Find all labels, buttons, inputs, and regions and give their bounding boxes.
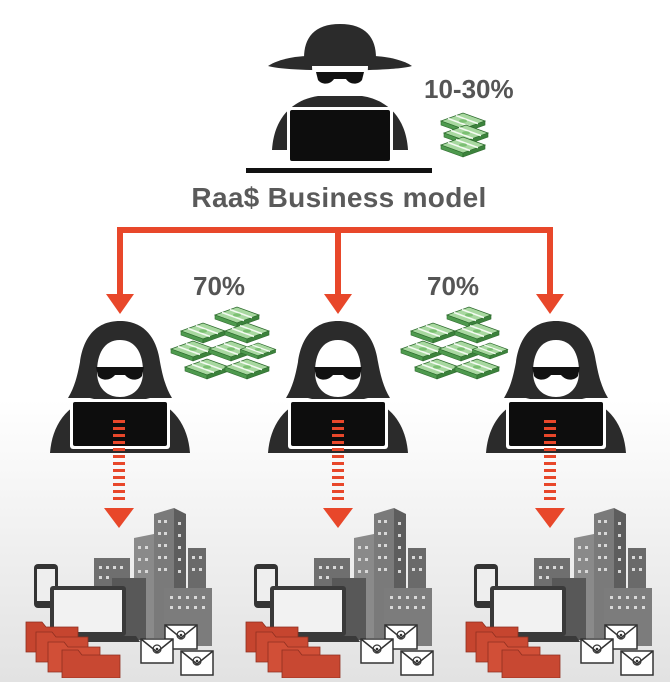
organization-targets-icon-2 <box>246 508 433 678</box>
distribution-arrows <box>106 227 564 314</box>
organization-targets-icon-3 <box>466 508 653 678</box>
operator-money-stack-icon <box>440 112 489 158</box>
affiliate-share-label-left: 70% <box>193 271 246 301</box>
red-arrow-icon <box>106 294 134 314</box>
operator-share-label: 10-30% <box>424 74 514 104</box>
affiliate-money-stack-icon-left <box>170 306 277 380</box>
affiliate-hacker-icon-3 <box>486 321 626 453</box>
organization-targets-icon-1 <box>26 508 213 678</box>
red-arrow-icon <box>324 294 352 314</box>
affiliate-hacker-icon-2 <box>268 321 408 453</box>
affiliate-share-label-right: 70% <box>427 271 480 301</box>
affiliate-hacker-icon-1 <box>50 321 190 453</box>
affiliate-money-stack-icon-right <box>400 306 509 380</box>
diagram-title: Raa$ Business model <box>191 182 487 213</box>
red-arrow-icon <box>536 294 564 314</box>
operator-hacker-icon <box>246 24 432 173</box>
attack-arrows <box>104 420 565 528</box>
